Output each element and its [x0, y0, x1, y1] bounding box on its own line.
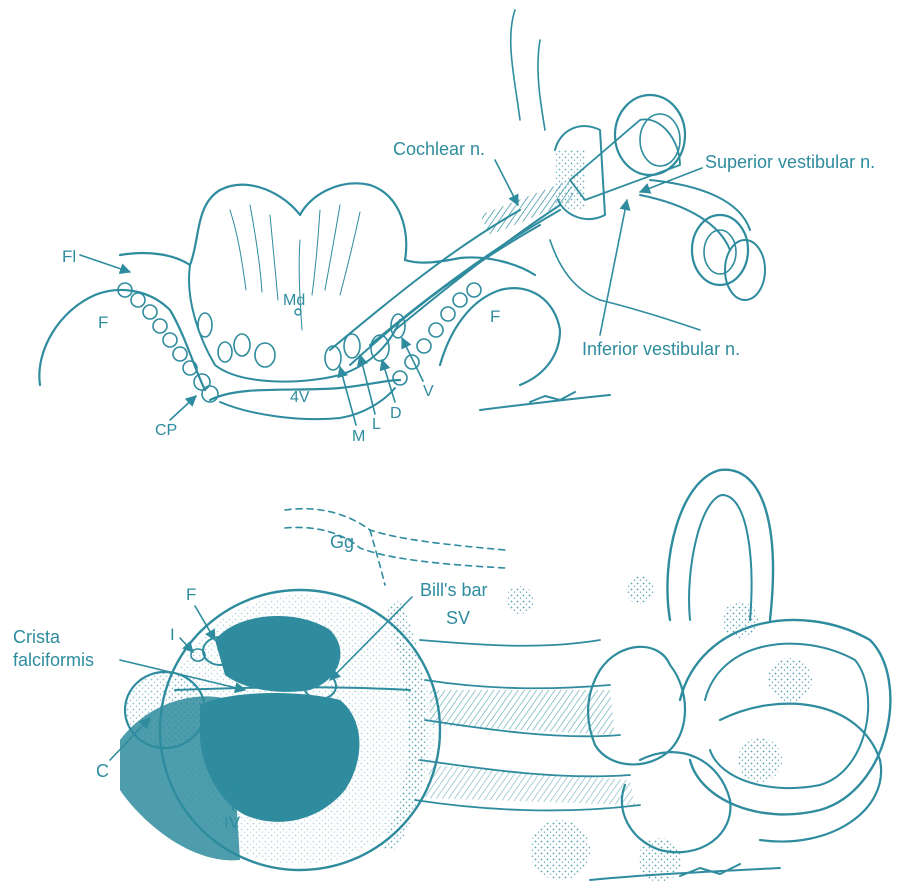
arrow-fl — [80, 255, 130, 272]
flocculus-right-outline — [440, 288, 560, 385]
label-4v: 4V — [290, 389, 310, 406]
cochlea-bottom — [622, 752, 731, 852]
label-fl: Fl — [62, 247, 76, 266]
medulla-outline — [120, 183, 535, 275]
arrow-inferior-vestibular — [600, 200, 627, 335]
bottom-internal-auditory-canal-diagram: Gg Bill's bar SV F I Crista falciformis … — [13, 470, 890, 882]
label-inferior-vestibular-nerve: Inferior vestibular n. — [582, 339, 740, 359]
label-superior-vestibular-nerve: Superior vestibular n. — [705, 152, 875, 172]
nerve-bundles-bottom — [415, 640, 640, 810]
label-crista-line1: Crista — [13, 627, 61, 647]
arrow-cochlear — [495, 160, 518, 205]
label-c: C — [96, 761, 109, 781]
label-l: L — [372, 416, 381, 433]
top-brainstem-diagram: Cochlear n. Superior vestibular n. Infer… — [39, 10, 875, 445]
label-v: V — [423, 383, 434, 400]
label-f-right: F — [490, 307, 500, 326]
label-sv: SV — [446, 608, 470, 628]
flocculus-left-outline — [39, 290, 205, 390]
semicircular-canals — [667, 470, 890, 842]
signature-top — [480, 392, 610, 410]
signature-bottom — [590, 864, 780, 880]
label-md: Md — [283, 292, 305, 309]
label-cochlear-nerve: Cochlear n. — [393, 139, 485, 159]
choroid-plexus-right — [393, 283, 481, 385]
label-f-left: F — [98, 313, 108, 332]
arrow-cp — [170, 396, 196, 420]
label-cp: CP — [155, 422, 177, 439]
label-m: M — [352, 428, 365, 445]
label-crista-line2: falciformis — [13, 650, 94, 670]
label-iv: IV — [224, 813, 241, 832]
label-bills-bar: Bill's bar — [420, 580, 487, 600]
label-gg: Gg — [330, 532, 354, 552]
label-i: I — [170, 625, 175, 644]
eighth-nerve-bundle — [330, 180, 575, 365]
label-d: D — [390, 405, 402, 422]
label-f: F — [186, 585, 196, 604]
